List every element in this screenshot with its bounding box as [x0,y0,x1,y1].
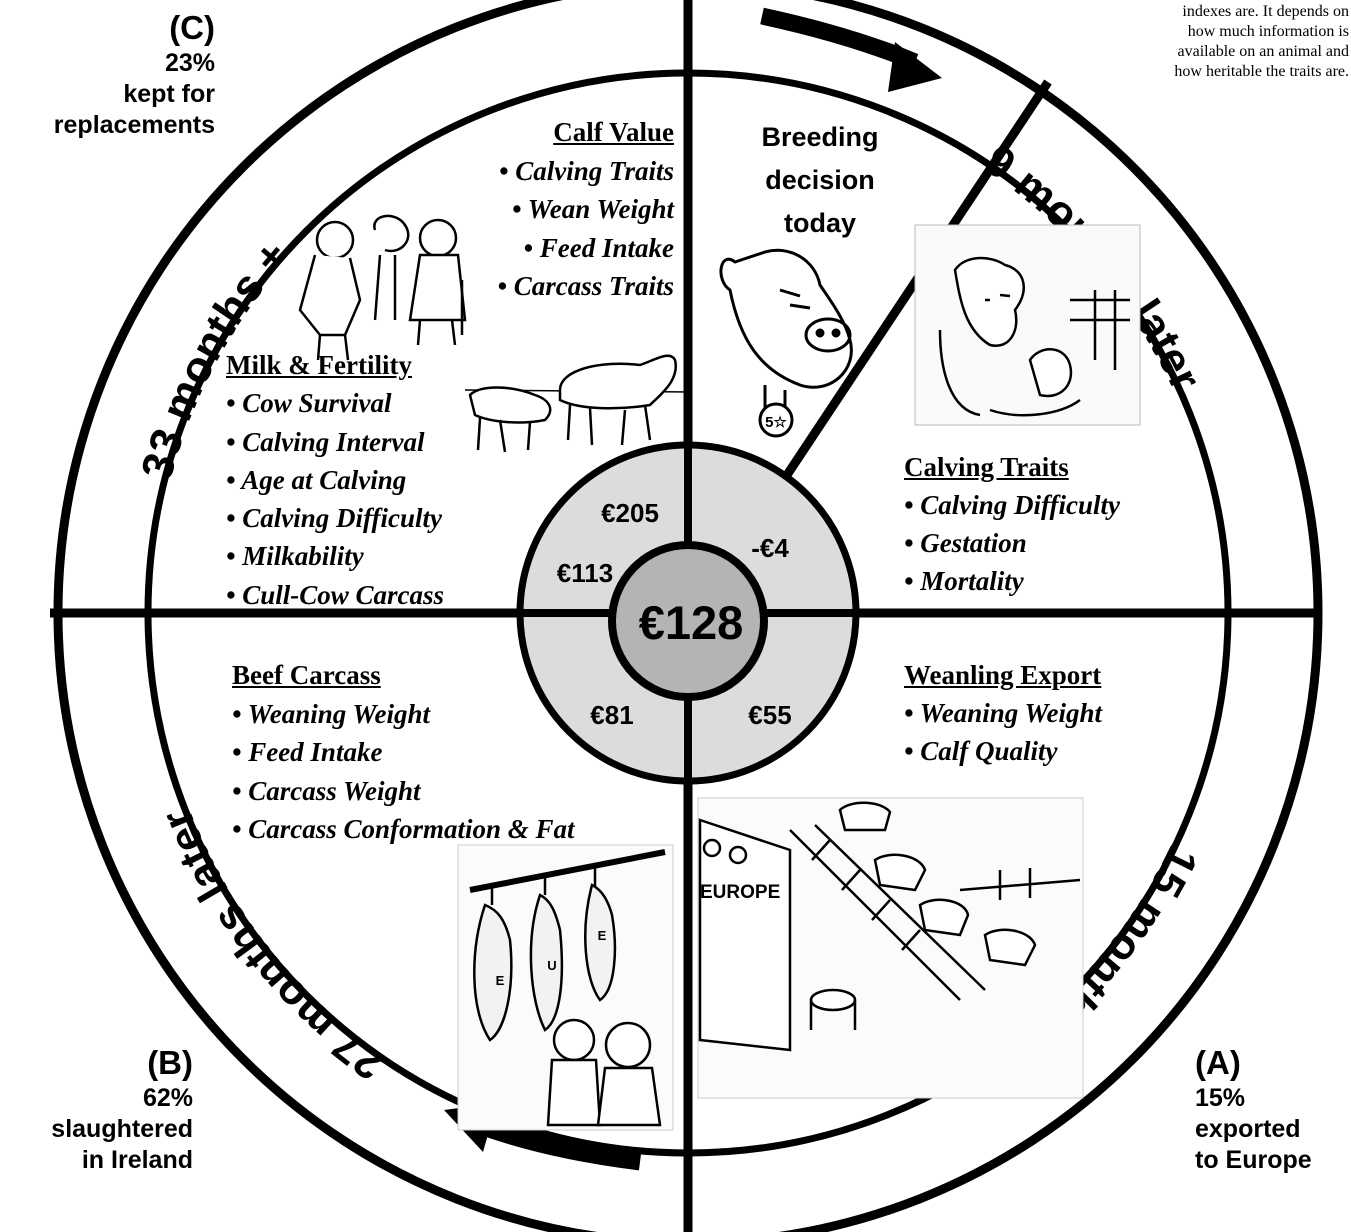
section-item: • Weaning Weight [232,698,431,729]
value-calf-value: €205 [601,498,659,528]
carcass-letter-3: E [598,928,607,943]
section-item: • Calf Quality [904,736,1058,766]
corner-b-line1: slaughtered [51,1114,193,1143]
section-item: • Gestation [904,528,1027,558]
value-beef-carcass: €81 [590,700,633,730]
value-calving-traits: -€4 [751,533,789,563]
section-item: • Wean Weight [512,194,674,224]
corner-a-letter: (A) [1195,1044,1241,1081]
section-milk-fertility: Milk & Fertility • Cow Survival • Calvin… [226,346,444,614]
top-note: indexes are. It depends on how much info… [1174,2,1349,82]
arrow-top-curve [760,7,919,70]
note-line: available on an animal and [1177,43,1349,60]
section-item: • Mortality [904,566,1024,596]
value-milk-fertility: €113 [557,558,613,588]
corner-c: (C) 23% kept for replacements [0,8,215,141]
ship-label: EUROPE [700,882,780,903]
section-heading: Calf Value [553,117,674,147]
section-item: • Carcass Traits [497,271,674,301]
corner-a: (A) 15% exported to Europe [1195,1043,1350,1176]
breeding-decision-line: Breeding [761,122,879,152]
ring-divider-diagonal [781,453,804,481]
note-line: how heritable the traits are. [1174,63,1349,80]
grazing-cows-illustration [464,354,691,453]
arrow-bottom-curve [475,1117,642,1171]
section-item: • Weaning Weight [904,698,1103,728]
section-item: • Calving Difficulty [226,503,442,534]
carcass-butcher-illustration [457,844,674,1131]
center-value: €128 [639,596,744,649]
section-item: • Age at Calving [226,464,407,495]
cow-medal-illustration [719,248,853,438]
corner-c-letter: (C) [169,9,215,46]
section-heading: Weanling Export [904,660,1102,690]
farmers-cow-illustration [298,214,467,361]
section-beef-carcass: Beef Carcass • Weaning Weight • Feed Int… [232,656,575,849]
note-line: indexes are. It depends on [1182,3,1349,20]
corner-b-line2: in Ireland [81,1146,193,1175]
section-item: • Carcass Conformation & Fat [232,814,575,844]
section-item: • Feed Intake [232,737,383,767]
value-weanling-export: €55 [748,700,791,730]
corner-a-line2: to Europe [1195,1146,1312,1175]
section-item: • Calving Difficulty [904,490,1120,520]
cow-calf-illustration [914,224,1141,426]
section-item: • Cull-Cow Carcass [226,579,445,610]
section-item: • Milkability [226,541,364,572]
export-ship-illustration [697,797,1084,1099]
section-weanling-export: Weanling Export • Weaning Weight • Calf … [904,656,1102,770]
center-circle [608,541,768,701]
corner-b-letter: (B) [147,1044,193,1081]
arrow-top-head [888,42,942,92]
corner-b-percent: 62% [142,1083,193,1112]
section-heading: Milk & Fertility [226,350,412,380]
section-item: • Calving Interval [226,426,425,457]
corner-c-line1: kept for [123,79,215,108]
section-heading: Calving Traits [904,452,1069,482]
breeding-decision: Breeding decision today [735,116,905,245]
carcass-letter-2: U [547,958,556,973]
section-calving-traits: Calving Traits • Calving Difficulty • Ge… [904,448,1120,600]
note-line: how much information is [1187,23,1349,40]
corner-c-line2: replacements [53,111,215,140]
section-item: • Carcass Weight [232,775,421,806]
medal-label: 5☆ [765,414,787,431]
section-item: • Cow Survival [226,388,392,419]
section-item: • Feed Intake [523,232,674,263]
section-heading: Beef Carcass [232,660,381,690]
section-item: • Calving Traits [499,155,674,186]
corner-a-line1: exported [1195,1114,1301,1143]
corner-b: (B) 62% slaughtered in Ireland [0,1043,193,1176]
corner-a-percent: 15% [1195,1083,1246,1112]
carcass-letter-1: E [496,973,505,988]
breeding-decision-line: decision [765,165,875,195]
breeding-decision-line: today [783,208,856,238]
section-calf-value: Calf Value • Calving Traits • Wean Weigh… [498,113,674,306]
corner-c-percent: 23% [164,48,215,77]
